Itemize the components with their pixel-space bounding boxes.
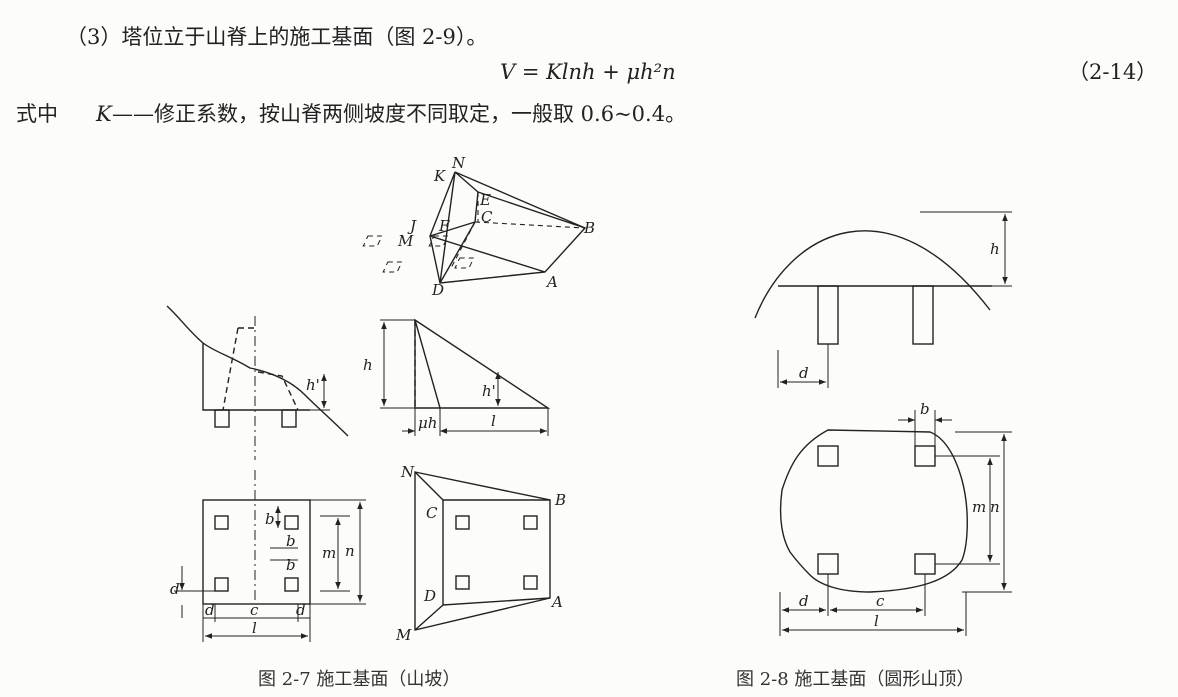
label-n-plan: n (345, 542, 355, 560)
plan-square-diagram (174, 470, 366, 642)
label-h-prime-slope: h' (306, 376, 320, 394)
label-l-dome: l (874, 612, 879, 630)
label-d-right: d (296, 601, 306, 619)
label-K: K (433, 167, 446, 185)
triangle-section-diagram (380, 318, 551, 436)
label-mu-h: μh (418, 414, 437, 432)
figure-2-7-caption: 图 2-7 施工基面（山坡） (258, 669, 461, 690)
label-d-dome-plan: d (799, 592, 809, 610)
label-l-triangle: l (491, 412, 496, 430)
k-definition: ——修正系数，按山脊两侧坡度不同取定，一般取 0.6~0.4。 (112, 102, 687, 126)
label-M-plan: M (395, 626, 412, 644)
label-M-3d: M (397, 232, 414, 250)
label-N-3d: N (451, 154, 466, 172)
figure-2-8-labels: h d b m n d c l (799, 240, 1000, 630)
label-m-dome: m (972, 498, 986, 516)
label-B-3d: B (583, 219, 595, 237)
dome-plan-diagram (779, 410, 1012, 636)
label-D-plan: D (423, 587, 436, 605)
label-b-dome: b (920, 400, 930, 418)
where-prefix: 式中 (16, 102, 58, 126)
label-h-prime-triangle: h' (482, 382, 496, 400)
label-b-3: b (286, 556, 296, 574)
label-d-dome: d (799, 364, 809, 382)
label-C-3d: C (481, 208, 493, 226)
label-F: F (438, 217, 450, 235)
label-h-dome: h (990, 240, 1000, 258)
item-3-text: （3）塔位立于山脊上的施工基面（图 2-9）。 (66, 25, 488, 49)
label-A-plan: A (550, 593, 563, 611)
label-N-plan: N (400, 463, 415, 481)
label-h-triangle: h (363, 356, 373, 374)
label-c-dome: c (876, 592, 885, 610)
label-c-plan: c (250, 601, 259, 619)
figure-2-8-caption: 图 2-8 施工基面（圆形山顶） (736, 669, 975, 690)
label-d-vertical: d (170, 580, 180, 598)
label-A-3d: A (545, 273, 558, 291)
label-E: E (479, 191, 491, 209)
label-l-plan: l (252, 619, 257, 637)
label-J: J (407, 217, 417, 235)
label-m-plan: m (322, 544, 336, 562)
k-symbol: K (96, 102, 112, 126)
formula-2-14: V = Klnh + μh²n (500, 60, 676, 84)
label-C-plan: C (426, 504, 438, 522)
label-n-dome: n (990, 498, 1000, 516)
dome-section-diagram (754, 211, 1012, 388)
label-d-left: d (205, 601, 215, 619)
label-b-1: b (265, 510, 275, 528)
plan-trapezoid-diagram (414, 471, 551, 631)
label-D-3d: D (431, 281, 444, 299)
label-B-plan: B (554, 491, 566, 509)
slope-section-diagram (166, 305, 349, 460)
figure-2-7-labels: N K E C J M F B A D h h' μh l h' b b b m… (170, 154, 595, 644)
label-b-2: b (286, 532, 296, 550)
wedge-3d-diagram (362, 171, 587, 284)
formula-number: （2-14） (1068, 60, 1158, 84)
